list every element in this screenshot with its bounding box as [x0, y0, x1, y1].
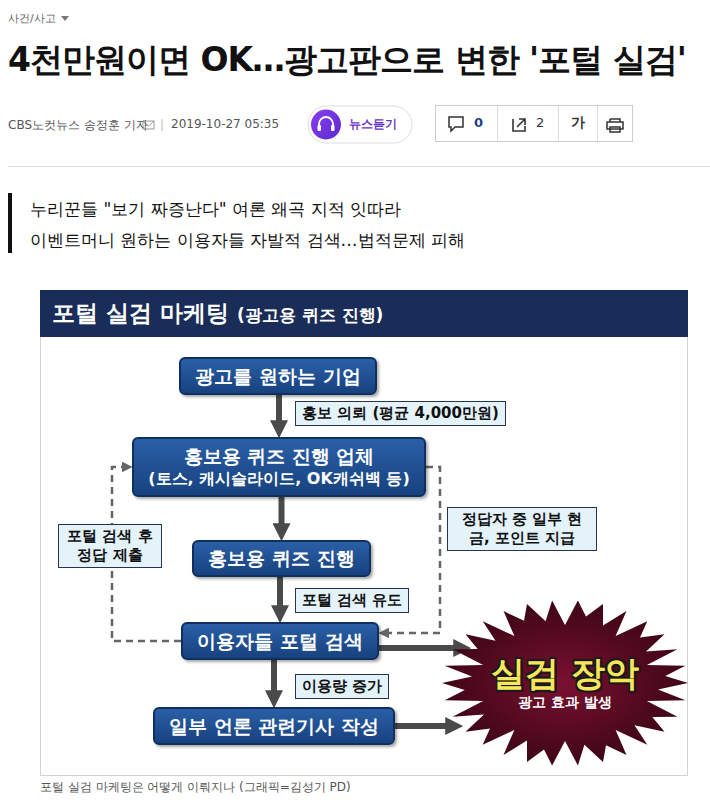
- process-box: 홍보용 퀴즈 진행: [192, 540, 371, 577]
- edge-label: 홍보 의뢰 (평균 4,000만원): [295, 401, 506, 426]
- quote-bar: [8, 193, 12, 253]
- arrow-connector: [276, 395, 282, 427]
- node-text: 이용자들 포털 검색: [197, 629, 362, 654]
- starburst: 실검 장악광고 효과 발생: [440, 598, 690, 768]
- edge-label: 정답자 중 일부 현금, 포인트 지급: [447, 507, 597, 551]
- listen-button: [308, 106, 412, 143]
- divider: [597, 106, 598, 141]
- node-text: 홍보용 퀴즈 진행 업체: [184, 444, 375, 469]
- arrow-connector: [279, 497, 285, 530]
- headline: 4천만원이면 OK…광고판으로 변한 '포털 실검': [8, 38, 686, 83]
- arrow-connector: [379, 645, 460, 651]
- node-text: 실검 장악: [491, 654, 639, 693]
- share-icon: [513, 119, 525, 131]
- breadcrumb: 사건/사고: [8, 11, 56, 26]
- rule: [8, 166, 710, 167]
- headphone-cup: [318, 125, 322, 131]
- edge-label: 포털 검색 후 정답 제출: [58, 524, 162, 568]
- subheading: 이벤트머니 원하는 이용자들 자발적 검색…법적문제 피해: [30, 229, 465, 252]
- print-icon: [607, 119, 623, 132]
- node-text: 홍보용 퀴즈 진행: [208, 546, 354, 571]
- headphone-cup: [331, 125, 335, 131]
- process-box: 홍보용 퀴즈 진행 업체(토스, 캐시슬라이드, OK캐쉬백 등): [132, 437, 426, 497]
- byline: CBS노컷뉴스 송정훈 기자: [8, 117, 148, 134]
- edge-label: 이용량 증가: [295, 674, 389, 699]
- listen-label: 뉴스듣기: [349, 116, 397, 133]
- subheading: 누리꾼들 "보기 짜증난다" 여론 왜곡 지적 잇따라: [30, 198, 401, 221]
- comment-count: 0: [474, 115, 483, 130]
- edge-label: 포털 검색 유도: [295, 588, 409, 613]
- divider: [162, 119, 163, 131]
- font-size-button: 가: [571, 114, 585, 132]
- figure-frame: [41, 291, 688, 776]
- comment-icon: [449, 117, 463, 131]
- process-box: 광고를 원하는 기업: [179, 357, 377, 395]
- divider: [497, 106, 498, 141]
- dropdown-caret: [61, 16, 69, 21]
- node-text: 일부 언론 관련기사 작성: [169, 714, 379, 739]
- starburst-fill: [442, 601, 688, 766]
- timestamp: 2019-10-27 05:35: [171, 117, 279, 131]
- node-text: 광고를 원하는 기업: [195, 364, 360, 389]
- arrow-connector: [395, 723, 452, 729]
- arrow-connector: [271, 660, 277, 697]
- share-count: 2: [536, 115, 544, 130]
- node-text: (토스, 캐시슬라이드, OK캐쉬백 등): [148, 469, 410, 490]
- title-band: 포털 실검 마케팅 (광고용 퀴즈 진행): [40, 290, 688, 337]
- node-text: 광고 효과 발생: [518, 694, 612, 712]
- process-box: 일부 언론 관련기사 작성: [153, 707, 395, 745]
- process-box: 이용자들 포털 검색: [181, 622, 379, 660]
- node-text: (광고용 퀴즈 진행): [237, 304, 383, 327]
- headphone-icon: [311, 110, 341, 140]
- node-text: 포털 실검 마케팅: [52, 298, 229, 329]
- figure-caption: 포털 실검 마케팅은 어떻게 이뤄지나 (그래픽=김성기 PD): [40, 779, 351, 796]
- toolbar: [436, 106, 633, 142]
- headphone-band: [319, 117, 333, 127]
- arrow-connector: [277, 577, 283, 612]
- divider: [558, 106, 559, 141]
